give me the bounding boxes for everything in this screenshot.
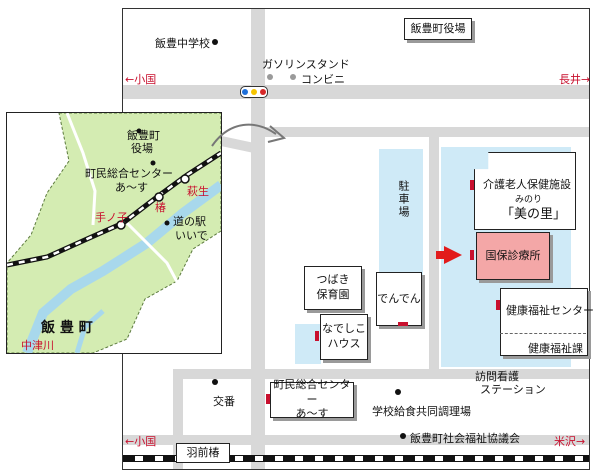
- police-box-label: 交番: [213, 395, 235, 408]
- clinic-arrow-icon: [444, 246, 462, 264]
- road-north-horizontal: [123, 85, 589, 99]
- school-lunch-label: 学校給食共同調理場: [372, 405, 471, 418]
- inset-station-tenoko: [116, 220, 126, 230]
- junior-high-label: 飯豊中学校: [155, 37, 210, 50]
- junior-high-marker: [212, 39, 218, 45]
- to-nagai-label: 長井→: [559, 73, 591, 86]
- townsfolk-center-label-1: 町民総合センター: [273, 377, 351, 406]
- nadeshiko-label-2: ハウス: [327, 337, 361, 350]
- home-nursing-label-2: ステーション: [480, 383, 546, 396]
- inset-tenoko-label: 手ノ子: [95, 211, 128, 224]
- home-nursing-label-1: 訪問看護: [475, 370, 519, 383]
- gas-station-marker: [267, 74, 273, 80]
- inset-marker-town-hall: [136, 128, 142, 134]
- inset-town-name-label: 飯 豊 町: [41, 320, 93, 336]
- road-main-vertical: [251, 9, 265, 469]
- convenience-marker: [290, 74, 296, 80]
- townsfolk-center-entrance-marker: [266, 394, 270, 404]
- river-branch: [74, 309, 105, 353]
- inset-michi-label-1: 道の駅: [173, 215, 206, 228]
- denden-building: でんでん: [376, 272, 422, 326]
- inset-hagyu-label: 萩生: [187, 185, 209, 198]
- nursing-entrance-marker: [470, 180, 474, 190]
- railway-line: [123, 455, 589, 462]
- social-welfare-label: 飯豊町社会福祉協議会: [410, 432, 520, 445]
- callout-arrow: [211, 123, 287, 147]
- to-oguni-north-label: ←小国: [125, 73, 157, 86]
- police-box-marker: [212, 379, 218, 385]
- nadeshiko-grounds: [295, 324, 321, 364]
- minori-ruby-label: みのり: [515, 195, 543, 205]
- school-lunch-marker: [395, 389, 401, 395]
- nursing-facility-building: [474, 152, 576, 230]
- inset-town-hall-label-2: 役場: [131, 142, 153, 155]
- minori-name-label: 「美の里」: [501, 207, 567, 222]
- town-hall-building: 飯豊町役場: [404, 18, 472, 40]
- nadeshiko-entrance-marker: [315, 331, 319, 341]
- nursing-facility-label: 介護老人保健施設: [483, 178, 571, 191]
- inset-road-2: [125, 221, 185, 294]
- social-welfare-marker: [400, 433, 406, 439]
- tsubaki-nursery-building: つばき 保育園: [304, 266, 362, 310]
- welfare-divider: [500, 333, 586, 334]
- road-middle-horizontal: [251, 127, 589, 137]
- inset-map-drawing: [7, 113, 221, 353]
- inset-center-label-1: 町民総合センター: [85, 167, 173, 180]
- gas-station-label: ガソリンスタンド: [262, 58, 350, 71]
- tsubaki-label-2: 保育園: [316, 288, 350, 301]
- inset-center-label-2: あ～す: [115, 181, 148, 194]
- inset-michi-label-2: いいで: [175, 229, 208, 242]
- inset-marker-michi: [164, 220, 170, 226]
- nadeshiko-label-1: なでしこ: [322, 322, 366, 336]
- inset-marker-center: [150, 160, 156, 166]
- inset-station-hagyu: [180, 174, 190, 184]
- road-south-vertical: [173, 369, 183, 469]
- townsfolk-center-label-2: あ～す: [295, 407, 329, 421]
- inset-road-1: [65, 113, 97, 226]
- convenience-label: コンビニ: [301, 73, 345, 86]
- tsubaki-label-1: つばき: [316, 273, 350, 287]
- road-south-horizontal: [173, 369, 589, 379]
- to-yonezawa-label: 米沢→: [554, 435, 586, 448]
- clinic-arrow-shaft: [436, 251, 446, 259]
- inset-map: 飯豊町 役場 町民総合センター あ～す 萩生 椿 手ノ子 道の駅 いいで 飯 豊…: [6, 112, 222, 354]
- station-building: 羽前椿: [176, 443, 230, 463]
- road-east-vertical: [429, 127, 439, 379]
- parking-label: 駐車場: [397, 180, 410, 219]
- townsfolk-center-building: 町民総合センター あ～す: [270, 378, 354, 420]
- inset-nakatsugawa-label: 中津川: [21, 339, 54, 352]
- river-main: [22, 180, 221, 353]
- welfare-section-label: 健康福祉課: [528, 342, 583, 355]
- road-bottom-horizontal: [123, 435, 589, 445]
- clinic-entrance-marker: [470, 250, 474, 260]
- to-oguni-south-label: ←小国: [125, 435, 157, 448]
- nadeshiko-house-building: なでしこ ハウス: [320, 314, 368, 360]
- welfare-center-building: [500, 288, 588, 356]
- inset-station-tsubaki: [154, 192, 164, 202]
- traffic-signal-icon: [240, 86, 268, 98]
- inset-town-hall-label-1: 飯豊町: [127, 129, 160, 142]
- welfare-entrance-marker: [496, 300, 500, 310]
- welfare-center-label: 健康福祉センター: [506, 304, 594, 317]
- clinic-building: 国保診療所: [476, 232, 550, 280]
- denden-entrance-marker: [398, 322, 408, 326]
- inset-tsubaki-label: 椿: [155, 201, 166, 214]
